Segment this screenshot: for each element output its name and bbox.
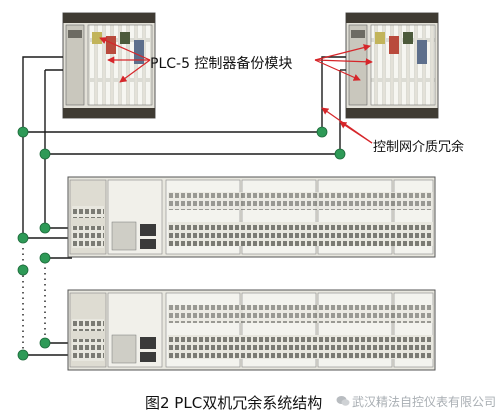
io-rack-1 — [67, 176, 436, 258]
network-nodes — [17, 126, 346, 361]
io-rack-2 — [67, 289, 436, 371]
network-node — [17, 349, 29, 361]
backup-module-label: PLC-5 控制器备份模块 — [150, 56, 293, 72]
network-redundancy-label: 控制网介质冗余 — [373, 140, 465, 155]
network-node — [17, 232, 29, 244]
network-node — [334, 148, 346, 160]
redundancy-arrows — [321, 107, 373, 144]
network-node — [316, 126, 328, 138]
network-node — [39, 337, 51, 349]
network-node — [17, 126, 29, 138]
wechat-logo-icon — [336, 396, 350, 406]
plc5-rack-left — [62, 12, 156, 119]
plc5-rack-right — [345, 12, 439, 119]
network-continuation — [22, 248, 46, 350]
network-node — [39, 252, 51, 264]
backup-module-arrows — [99, 37, 373, 83]
watermark-text: 武汉精法自控仪表有限公司 — [352, 395, 497, 409]
network-node — [39, 222, 51, 234]
network-node — [39, 148, 51, 160]
network-node — [17, 264, 29, 276]
figure-caption: 图2 PLC双机冗余系统结构 — [145, 394, 323, 412]
